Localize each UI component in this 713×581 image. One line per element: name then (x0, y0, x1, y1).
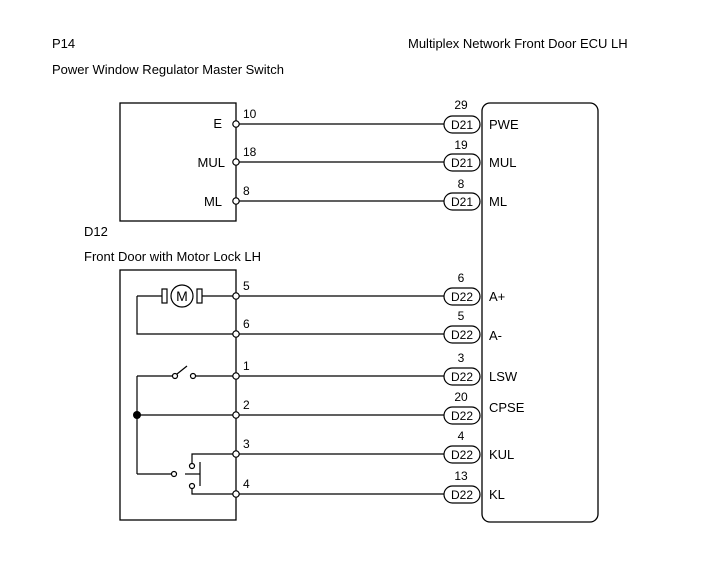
ecu-label-lsw: LSW (489, 369, 518, 384)
connector-label: D22 (451, 290, 473, 304)
d12-pin-number: 1 (243, 359, 250, 373)
connector-pill-d22: D22 (443, 485, 481, 504)
wires (238, 123, 444, 495)
connector-pill-d21: D21 (443, 115, 481, 134)
connector-pill-d22: D22 (443, 367, 481, 386)
connector-label: D22 (451, 328, 473, 342)
terminal-circle (232, 372, 240, 380)
d12-pin-number: 6 (243, 317, 250, 331)
terminal-circle (232, 411, 240, 419)
ecu-pin-number: 29 (454, 98, 468, 112)
ecu-label-ml: ML (489, 194, 507, 209)
connector-label: D21 (451, 156, 473, 170)
motor-symbol (136, 284, 233, 335)
ecu-label-kl: KL (489, 487, 505, 502)
p14-pin-label-e: E (213, 116, 222, 131)
terminal-circle (232, 490, 240, 498)
ecu-label-a-minus: A- (489, 328, 502, 343)
ecu-pin-number: 5 (458, 309, 465, 323)
p14-pin-label-ml: ML (204, 194, 222, 209)
terminal-circle (232, 330, 240, 338)
p14-name: Power Window Regulator Master Switch (52, 62, 284, 77)
connector-pill-d21: D21 (443, 153, 481, 172)
d12-pin-number: 2 (243, 398, 250, 412)
ecu-pin-number: 13 (454, 469, 468, 483)
motor-label: M (176, 288, 188, 304)
p14-pin-number: 8 (243, 184, 250, 198)
connector-label: D21 (451, 118, 473, 132)
ecu-pin-number: 20 (454, 390, 468, 404)
ecu-pin-number: 19 (454, 138, 468, 152)
connector-label: D22 (451, 409, 473, 423)
connector-label: D22 (451, 448, 473, 462)
terminal-circle (232, 450, 240, 458)
key-switch (137, 453, 233, 495)
ecu-label-mul: MUL (489, 155, 516, 170)
ecu-label-cpse: CPSE (489, 400, 525, 415)
d12-code: D12 (84, 224, 108, 239)
d12-pin-number: 5 (243, 279, 250, 293)
connector-pill-d22: D22 (443, 287, 481, 306)
p14-code: P14 (52, 36, 75, 51)
d12-name: Front Door with Motor Lock LH (84, 249, 261, 264)
ecu-pin-number: 8 (458, 177, 465, 191)
ecu-box (481, 102, 599, 523)
ecu-pin-number: 3 (458, 351, 465, 365)
d12-door-lock-box (119, 269, 237, 521)
terminal-circle (232, 120, 240, 128)
d12-pin-number: 3 (243, 437, 250, 451)
p14-pin-label-mul: MUL (198, 155, 225, 170)
ecu-label-pwe: PWE (489, 117, 519, 132)
d12-internal-circuit (136, 284, 233, 495)
connector-label: D22 (451, 488, 473, 502)
connector-pill-d21: D21 (443, 192, 481, 211)
ecu-pin-number: 4 (458, 429, 465, 443)
ecu-label-kul: KUL (489, 447, 514, 462)
ecu-name: Multiplex Network Front Door ECU LH (408, 36, 628, 51)
p14-pin-number: 18 (243, 145, 257, 159)
connector-label: D21 (451, 195, 473, 209)
connector-pill-d22: D22 (443, 445, 481, 464)
p14-pin-number: 10 (243, 107, 257, 121)
ecu-pin-number: 6 (458, 271, 465, 285)
connector-label: D22 (451, 370, 473, 384)
connector-pill-d22: D22 (443, 406, 481, 425)
terminal-circle (232, 292, 240, 300)
d12-pin-number: 4 (243, 477, 250, 491)
junction-dot (133, 411, 141, 419)
ecu-label-a-plus: A+ (489, 289, 505, 304)
lock-switch (137, 365, 233, 380)
terminal-circle (232, 158, 240, 166)
terminal-circle (232, 197, 240, 205)
connector-pills: D21 D21 D21 D22 D22 D22 D22 D22 D22 (443, 115, 481, 504)
connector-pill-d22: D22 (443, 325, 481, 344)
